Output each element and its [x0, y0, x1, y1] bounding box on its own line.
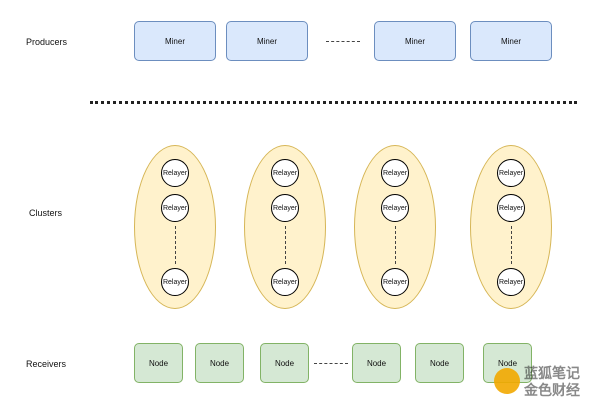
relayer-circle: Relayer [497, 159, 525, 187]
receivers-label: Receivers [26, 359, 67, 369]
relayer-ellipsis-connector [285, 226, 286, 264]
relayer-circle: Relayer [497, 194, 525, 222]
clusters-label: Clusters [29, 208, 63, 218]
node-box: Node [415, 343, 464, 383]
relayer-circle: Relayer [381, 159, 409, 187]
relayer-circle: Relayer [497, 268, 525, 296]
node-ellipsis-connector [314, 363, 348, 364]
relayer-circle: Relayer [271, 268, 299, 296]
relayer-circle: Relayer [381, 194, 409, 222]
relayer-circle: Relayer [161, 194, 189, 222]
miner-box: Miner [374, 21, 456, 61]
section-separator [90, 101, 577, 104]
miner-box: Miner [226, 21, 308, 61]
watermark-text-line2: 金色财经 [524, 382, 580, 398]
relayer-circle: Relayer [381, 268, 409, 296]
relayer-ellipsis-connector [175, 226, 176, 264]
watermark-logo-icon [494, 368, 520, 394]
relayer-ellipsis-connector [511, 226, 512, 264]
relayer-circle: Relayer [161, 159, 189, 187]
watermark-text-line1: 蓝狐笔记 [524, 365, 580, 381]
cluster-ellipse: Relayer Relayer Relayer [354, 145, 436, 309]
relayer-ellipsis-connector [395, 226, 396, 264]
relayer-circle: Relayer [271, 194, 299, 222]
node-box: Node [195, 343, 244, 383]
node-box: Node [352, 343, 401, 383]
node-box: Node [260, 343, 309, 383]
watermark: 蓝狐笔记 金色财经 [494, 365, 594, 401]
cluster-ellipse: Relayer Relayer Relayer [244, 145, 326, 309]
miner-ellipsis-connector [326, 41, 360, 42]
miner-box: Miner [470, 21, 552, 61]
relayer-circle: Relayer [161, 268, 189, 296]
cluster-ellipse: Relayer Relayer Relayer [134, 145, 216, 309]
producers-label: Producers [26, 37, 68, 47]
cluster-ellipse: Relayer Relayer Relayer [470, 145, 552, 309]
miner-box: Miner [134, 21, 216, 61]
node-box: Node [134, 343, 183, 383]
relayer-circle: Relayer [271, 159, 299, 187]
